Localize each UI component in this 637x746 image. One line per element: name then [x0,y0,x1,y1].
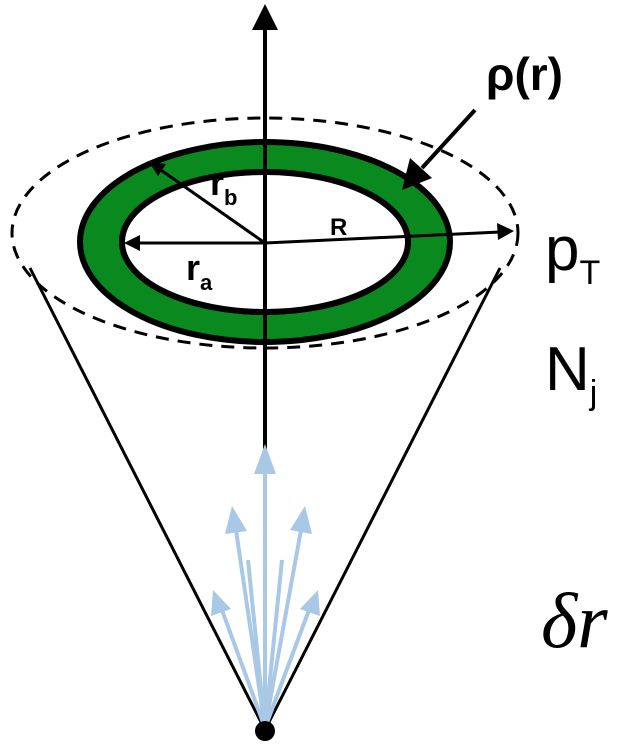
label-rho-r: ρ(r) [486,48,563,100]
cone-outer-boundary [10,116,520,350]
particle-arrow-center-head [254,444,276,474]
particle-arrows [211,444,320,729]
radius-rb-arrowhead [149,162,166,176]
side-text-dr: δr [541,577,608,664]
particle-arrow-left-2 [220,609,267,729]
radius-ra-arrowhead [124,235,140,251]
particle-arrow-right-2 [263,609,311,729]
radius-R-arrowhead [497,223,514,240]
radius-rb-line [157,166,266,245]
particle-arrow-right-1 [263,529,303,729]
cone-right-edge [263,267,502,731]
label-R: R [330,214,347,241]
jet-axis-arrowhead [252,4,278,30]
particle-arrow-left-1-head [225,506,247,534]
label-ra: ra [186,247,213,295]
label-rb: rb [210,162,237,210]
particle-arrow-left-3 [246,559,267,729]
side-text-nj: Nj [545,335,597,412]
cone-left-edge [28,267,267,731]
particle-arrow-right-3 [263,559,284,729]
density-pointer-arrowhead [402,158,432,190]
jet-origin-point [255,721,275,741]
particle-arrow-right-2-head [300,590,320,616]
side-text-pt: pT [545,215,600,292]
density-pointer-line [420,108,477,170]
particle-arrow-right-1-head [290,506,312,534]
particle-arrow-left-2-head [211,590,231,616]
radius-R-line [264,230,501,245]
